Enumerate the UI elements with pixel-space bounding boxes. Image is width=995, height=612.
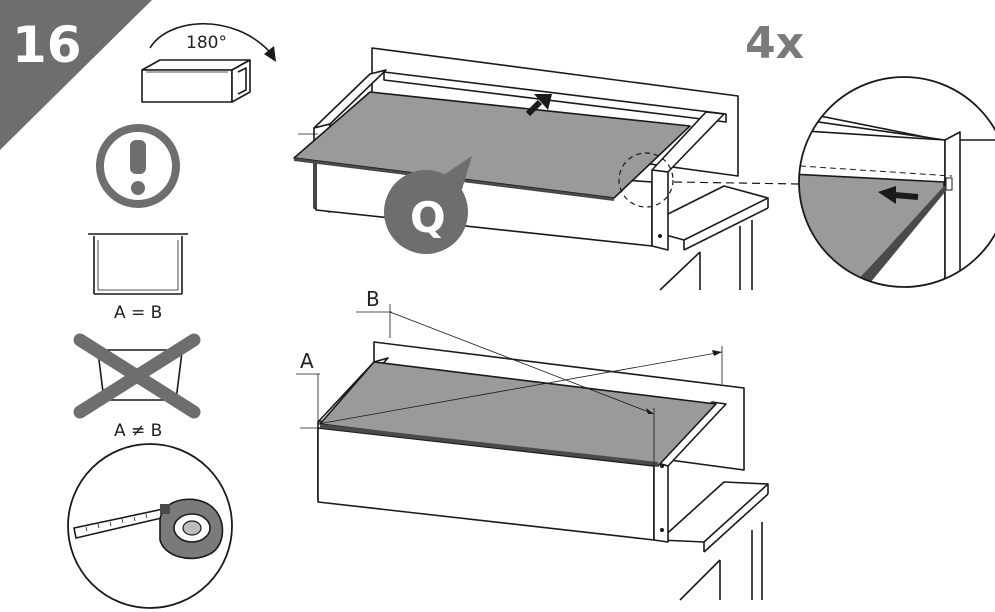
dimension-b-label: B [366, 287, 380, 311]
equal-check-label: A = B [114, 303, 162, 323]
quantity-label: 4x [745, 18, 804, 69]
square-frame-icon [88, 233, 188, 295]
bottom-assembly-drawing: B A [296, 287, 769, 601]
arrow-icon [878, 186, 919, 204]
not-equal-check-label: A ≠ B [114, 421, 162, 441]
cross-icon [73, 333, 201, 419]
table [639, 185, 769, 291]
warning-icon [96, 124, 180, 208]
rotation-label: 180° [186, 33, 227, 53]
part-badge: Q [384, 156, 472, 254]
arrow-icon [525, 94, 552, 117]
part-label: Q [410, 193, 446, 242]
dimension-a-label: A [300, 349, 314, 373]
tape-measure-icon [67, 443, 233, 609]
step-number: 16 [12, 16, 82, 74]
top-assembly-drawing: Q [293, 47, 801, 291]
rotate-180-icon: 180° [141, 23, 276, 103]
table [659, 481, 769, 601]
detail-zoom [798, 76, 995, 288]
drawer-icon [141, 59, 251, 103]
step-badge: 16 [0, 0, 152, 150]
